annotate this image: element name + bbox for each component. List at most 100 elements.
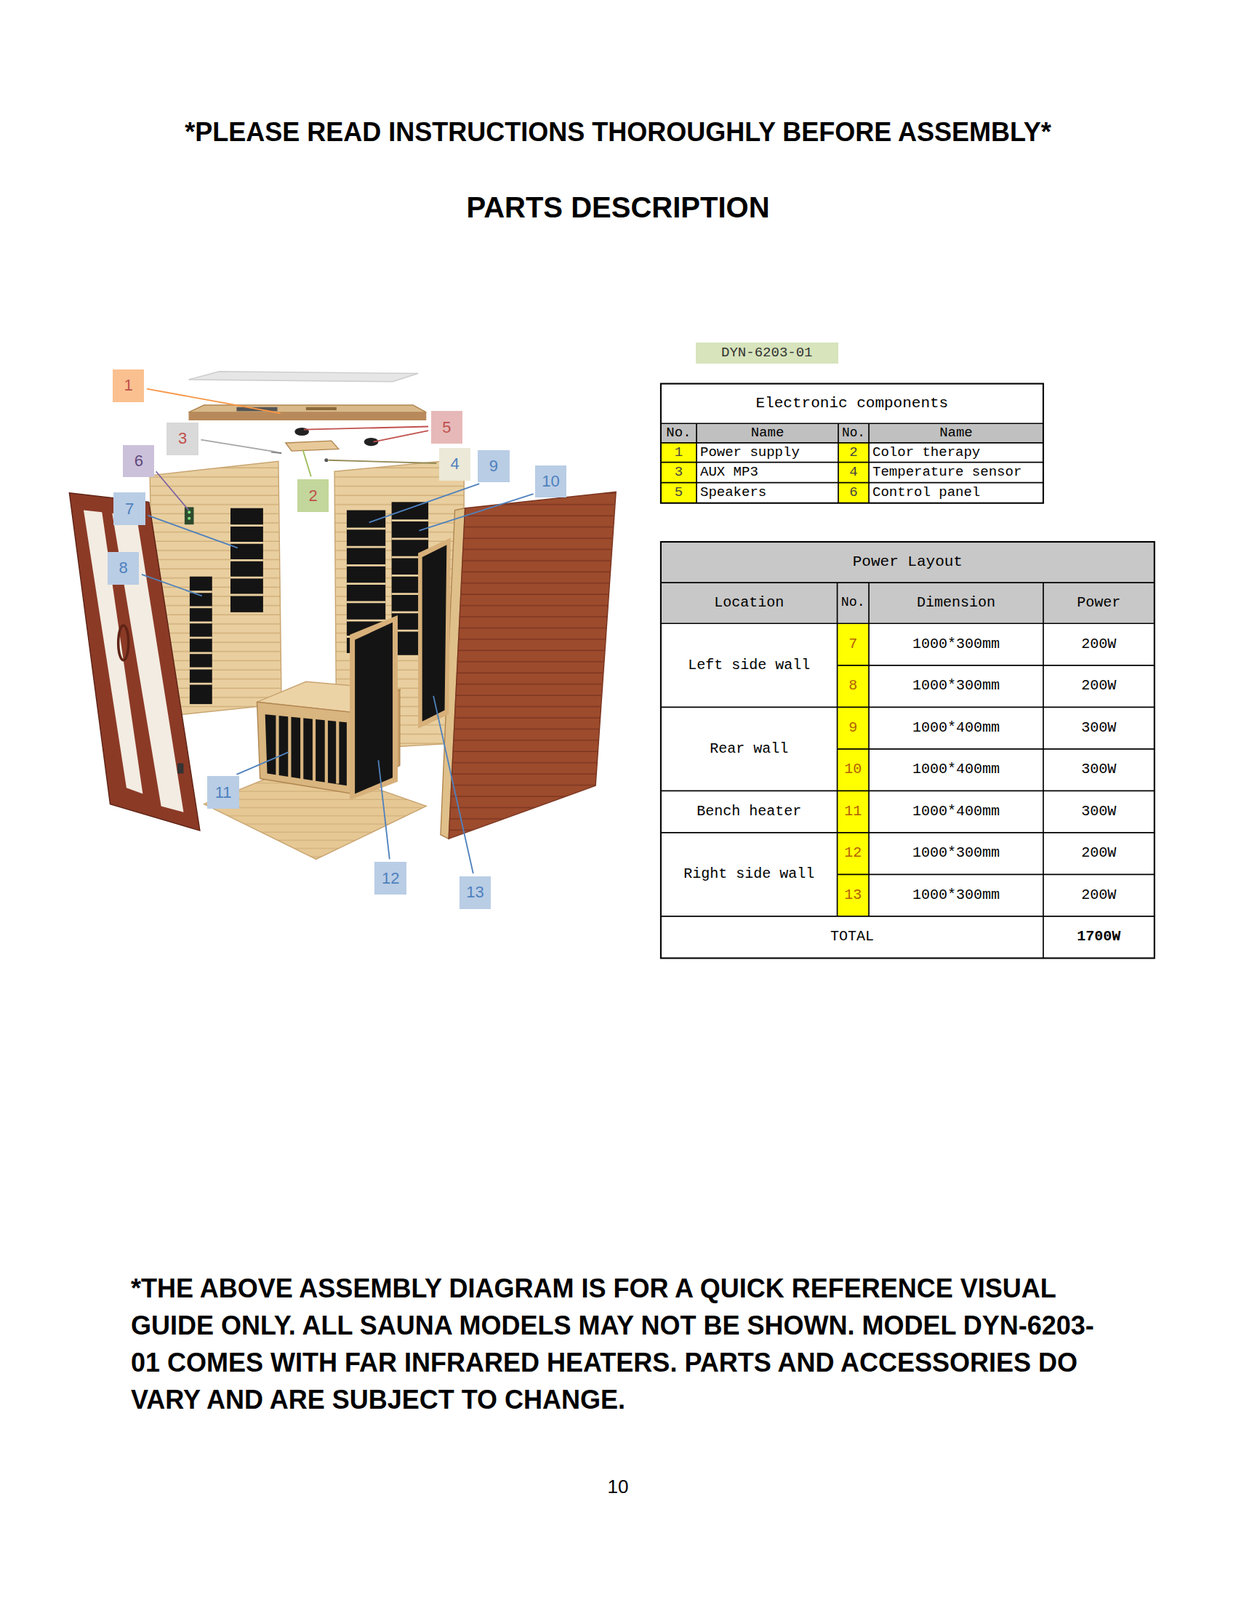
instruction-heading: *PLEASE READ INSTRUCTIONS THOROUGHLY BEF…: [184, 119, 1052, 146]
door: [177, 762, 184, 773]
power-cell-box: 300W: [1044, 791, 1154, 832]
table-title: Electronic components: [756, 395, 949, 411]
heater-number-cell: 9: [848, 720, 858, 736]
leader-line: [378, 759, 389, 859]
table-header-cell: Power: [1076, 595, 1121, 611]
leader-line: [147, 515, 238, 549]
table-header-cell: Name: [751, 426, 785, 440]
callout-number: 9: [477, 450, 509, 483]
power-cell-box: 200W: [1044, 665, 1154, 707]
callout-number: 4: [439, 447, 471, 481]
location-cell-box: Rear wall: [661, 707, 837, 790]
ceiling: [188, 404, 427, 413]
leader-line: [433, 695, 474, 874]
electronic-parts: [271, 427, 379, 462]
door: [69, 492, 200, 831]
part-name-cell-box: Control panel: [869, 482, 1043, 502]
callout-number: 12: [374, 861, 406, 895]
leader-line: [141, 574, 203, 596]
power-table-grid: [660, 541, 1155, 958]
heater-number-cell: 12: [844, 845, 862, 861]
location-cell: Bench heater: [696, 804, 802, 819]
heater-number-cell-box: 12: [838, 833, 869, 874]
control-panel-part: [184, 506, 195, 525]
heater-number-cell: 7: [848, 636, 858, 652]
dimension-cell-box: 1000*300mm: [869, 665, 1043, 707]
power-cell-box: 300W: [1044, 749, 1154, 791]
callout-text: 2: [308, 487, 317, 504]
heater-number-cell-box: 13: [838, 874, 869, 916]
callout-number: 2: [297, 479, 329, 512]
callout-number: 13: [459, 876, 491, 909]
components-table-grid: [838, 442, 869, 504]
part-number-cell-box: 3: [661, 462, 696, 482]
part-number-cell-box: 6: [839, 482, 869, 502]
location-cell-box: Bench heater: [661, 791, 837, 832]
location-cell-box: Left side wall: [661, 623, 837, 706]
callout-text: 3: [178, 430, 187, 447]
part-number-cell: 6: [849, 485, 858, 500]
right-outer-wall: [448, 491, 616, 839]
right-heater: [349, 537, 451, 800]
bench: [256, 701, 354, 794]
table-header-cell-box: No.: [839, 423, 869, 443]
power-cell: 200W: [1081, 887, 1117, 903]
callout-number: 1: [112, 369, 144, 403]
dimension-cell-box: 1000*400mm: [869, 707, 1043, 749]
door: [83, 510, 143, 794]
control-panel-part: [187, 510, 191, 514]
power-table-grid: [660, 582, 1155, 958]
location-cell: Left side wall: [687, 657, 810, 673]
dimension-cell: 1000*300mm: [912, 678, 1000, 693]
part-name-cell: Power supply: [700, 445, 800, 460]
leader-line: [303, 426, 429, 429]
callout-text: 9: [489, 458, 499, 475]
callout-number: 10: [535, 465, 567, 499]
heater-number-cell: 11: [844, 804, 862, 819]
page-number: 10: [607, 1476, 629, 1496]
part-name-cell-box: Temperature sensor: [869, 462, 1043, 482]
part-number-cell-box: 4: [839, 462, 869, 482]
door: [118, 625, 129, 661]
electronic-parts: [285, 440, 339, 451]
part-name-cell: Color therapy: [872, 445, 981, 460]
table-title-box: Electronic components: [661, 383, 1043, 423]
leader-line: [372, 430, 429, 442]
power-cell: 200W: [1081, 636, 1117, 652]
components-table-grid: [660, 442, 697, 504]
table-header-cell-box: Name: [869, 423, 1043, 443]
caption-note: *THE ABOVE ASSEMBLY DIAGRAM IS FOR A QUI…: [130, 1269, 1106, 1418]
total-label-cell: TOTAL: [830, 929, 874, 944]
power-cell: 200W: [1081, 678, 1117, 693]
callout-number: 8: [107, 551, 139, 585]
part-name-cell-box: Power supply: [697, 443, 838, 462]
table-header-cell-box: No.: [661, 423, 696, 443]
dimension-cell-box: 1000*400mm: [869, 749, 1043, 791]
title-text: PARTS DESCRIPTION: [466, 191, 770, 224]
part-name-cell: AUX MP3: [700, 465, 759, 480]
location-cell-box: Right side wall: [661, 833, 837, 916]
page-title: PARTS DESCRIPTION: [0, 190, 1236, 224]
power-cell-box: 300W: [1044, 707, 1154, 749]
page-number-box: 10: [571, 1473, 664, 1498]
table-header-cell: No.: [665, 426, 691, 440]
part-number-cell: 2: [849, 445, 858, 460]
callout-number: 6: [122, 444, 155, 478]
ceiling: [188, 412, 427, 421]
heater-number-cell: 13: [844, 887, 862, 903]
ceiling: [188, 404, 427, 421]
dimension-cell-box: 1000*300mm: [869, 833, 1043, 874]
part-number-cell: 4: [849, 465, 858, 480]
callout-number: 3: [166, 422, 198, 456]
table-title-box: Power Layout: [661, 542, 1154, 582]
dimension-cell: 1000*300mm: [912, 845, 1000, 861]
table-title: Power Layout: [852, 554, 963, 570]
bench: [265, 713, 347, 786]
location-cell: Rear wall: [709, 741, 789, 757]
rear-heater: [346, 528, 386, 637]
roof-panel: [188, 371, 419, 382]
part-name-cell: Temperature sensor: [872, 465, 1022, 480]
caption-text: *THE ABOVE ASSEMBLY DIAGRAM IS FOR A QUI…: [130, 1273, 1095, 1415]
